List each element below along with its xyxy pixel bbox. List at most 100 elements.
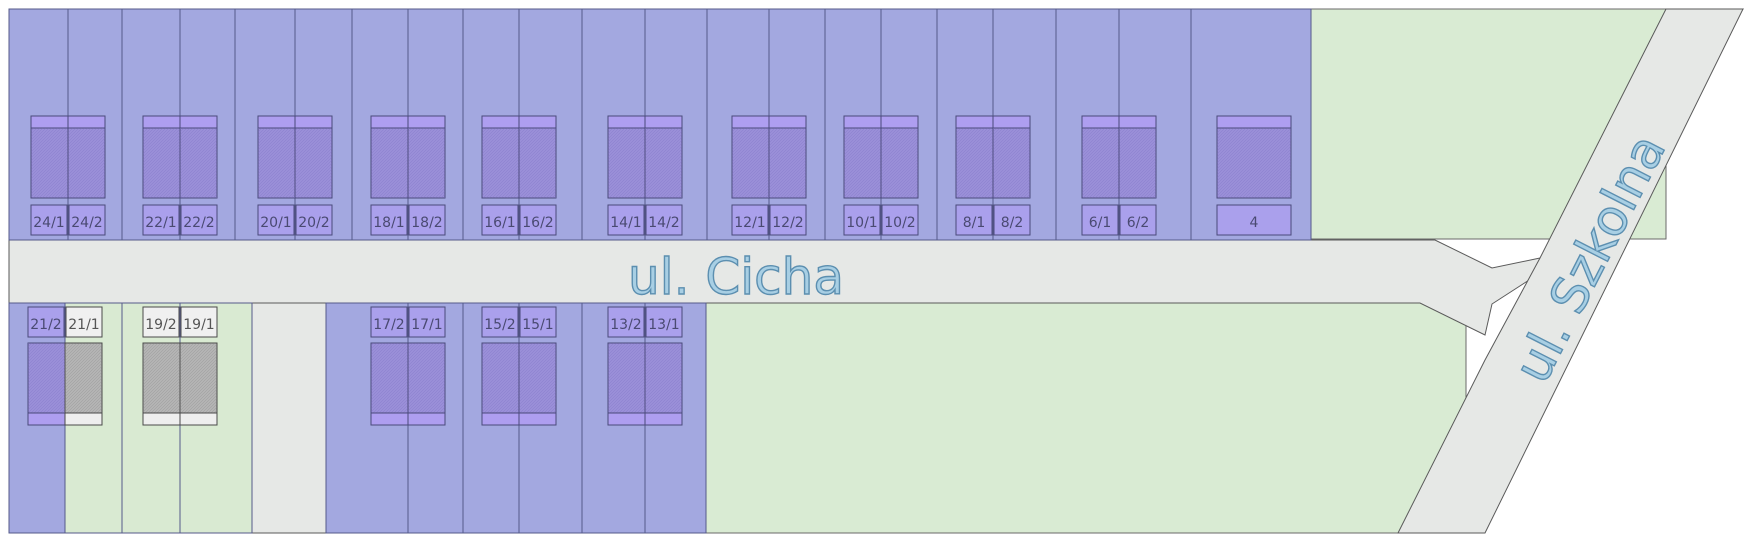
house-terrace-strip — [67, 115, 106, 129]
house-terrace-strip — [64, 412, 103, 426]
plot-label-box — [30, 204, 68, 236]
plot-label: 21/2 — [30, 317, 61, 333]
house-terrace-strip — [518, 412, 557, 426]
house-hatching — [482, 343, 519, 413]
house-terrace-strip — [607, 412, 646, 426]
house-terrace-strip — [27, 412, 66, 426]
house-terrace-strip — [257, 115, 296, 129]
plot-label-box — [481, 306, 519, 338]
green-area-south-east — [705, 302, 1467, 534]
plot-label: 12/1 — [734, 215, 765, 231]
house-hatching — [371, 128, 445, 198]
plot-label: 24/2 — [71, 215, 102, 231]
plot-label: 14/1 — [610, 215, 641, 231]
house-terrace-strip — [731, 115, 770, 129]
plot-label: 10/2 — [884, 215, 915, 231]
plot-label-box — [142, 204, 180, 236]
plot-label-box — [607, 306, 645, 338]
plot-label: 15/1 — [522, 317, 553, 333]
plot-label: 24/1 — [33, 215, 64, 231]
plot-label-box — [142, 306, 180, 338]
plot-label-box — [180, 306, 218, 338]
plot-label: 17/1 — [411, 317, 442, 333]
plot-label-box — [519, 306, 557, 338]
plot-label-box — [1081, 204, 1119, 236]
house-terrace-strip — [880, 115, 919, 129]
plot-label: 8/1 — [963, 215, 986, 231]
plot-label: 16/1 — [484, 215, 515, 231]
house-terrace-strip — [607, 115, 646, 129]
street-name-cicha: ul. Cicha — [628, 248, 844, 306]
house-terrace-strip — [518, 115, 557, 129]
house-terrace-strip — [1216, 115, 1292, 129]
house-hatching — [482, 128, 556, 198]
plot-label: 19/1 — [183, 317, 214, 333]
plot-label-box — [519, 204, 557, 236]
house-terrace-strip — [644, 115, 683, 129]
house-terrace-strip — [30, 115, 69, 129]
house-hatching — [258, 128, 332, 198]
house-hatching — [65, 343, 102, 413]
plot-label-box — [295, 204, 333, 236]
house-terrace-strip — [481, 115, 520, 129]
plot-label-box — [731, 204, 769, 236]
plot-label-box — [370, 306, 408, 338]
house-terrace-strip — [955, 115, 994, 129]
plot-label: 22/1 — [145, 215, 176, 231]
north-plot-pair: 24/1 24/2 — [8, 8, 123, 241]
house-hatching — [1082, 128, 1156, 198]
north-plot-pair: 18/1 18/2 — [351, 8, 464, 241]
house-hatching — [408, 343, 445, 413]
plot-label-box — [881, 204, 919, 236]
house-terrace-strip — [843, 115, 882, 129]
house-terrace-strip — [370, 115, 409, 129]
plot-label: 18/2 — [411, 215, 442, 231]
house-terrace-strip — [142, 412, 181, 426]
house-terrace-strip — [481, 412, 520, 426]
plot-label: 12/2 — [772, 215, 803, 231]
plot-label-box — [68, 204, 106, 236]
house-terrace-strip — [992, 115, 1031, 129]
house-terrace-strip — [142, 115, 181, 129]
north-plot-pair: 6/1 6/2 — [1055, 8, 1192, 241]
plot-label-box — [27, 306, 65, 338]
house-hatching — [608, 128, 682, 198]
house-hatching — [143, 343, 180, 413]
plot-label: 20/1 — [260, 215, 291, 231]
plot-label-box — [65, 306, 103, 338]
house-terrace-strip — [1081, 115, 1120, 129]
plot-label-box — [645, 306, 683, 338]
plot-label: 8/2 — [1001, 215, 1024, 231]
plot-label: 17/2 — [373, 317, 404, 333]
plot-label-box — [955, 204, 993, 236]
house-terrace-strip — [1118, 115, 1157, 129]
plot-label-box — [843, 204, 881, 236]
plot-label: 18/1 — [373, 215, 404, 231]
plot-label: 6/1 — [1089, 215, 1112, 231]
house-terrace-strip — [644, 412, 683, 426]
plot-label: 16/2 — [522, 215, 553, 231]
plot-label-box — [645, 204, 683, 236]
house-terrace-strip — [768, 115, 807, 129]
house-hatching — [645, 343, 682, 413]
road-szkolna — [1397, 8, 1744, 534]
plot-label-box — [370, 204, 408, 236]
plot-label: 21/1 — [68, 317, 99, 333]
plot-label-box — [769, 204, 807, 236]
north-plot-pair: 8/1 8/2 — [936, 8, 1057, 241]
house-hatching — [143, 128, 217, 198]
south-plot-pair: 21/2 21/1 — [8, 302, 123, 534]
house-terrace-strip — [179, 115, 218, 129]
plot-label: 6/2 — [1127, 215, 1150, 231]
plot-label-box — [607, 204, 645, 236]
plot-label-box — [993, 204, 1031, 236]
house-terrace-strip — [370, 412, 409, 426]
plot-label-box — [408, 306, 446, 338]
